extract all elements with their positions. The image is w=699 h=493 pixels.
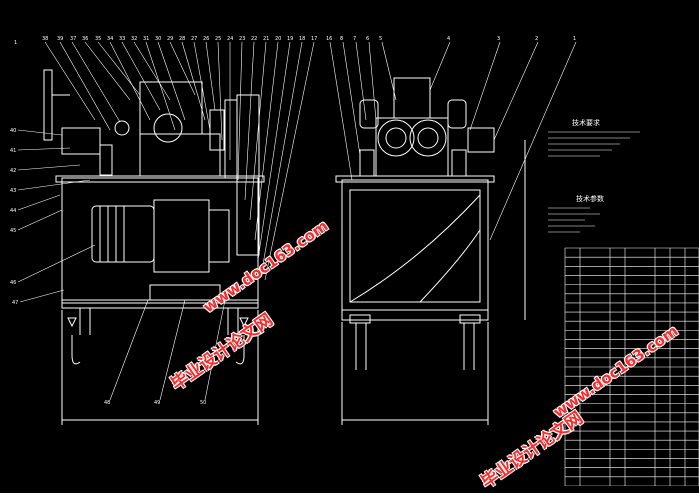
left-view [43, 69, 265, 425]
svg-text:38: 38 [42, 36, 48, 42]
svg-text:33: 33 [119, 36, 125, 42]
right-foot-left [349, 314, 371, 324]
svg-text:17: 17 [311, 36, 317, 42]
lever-handle [43, 69, 53, 141]
svg-text:30: 30 [155, 36, 161, 42]
tech-notes [548, 131, 640, 157]
svg-text:19: 19 [287, 36, 293, 42]
svg-text:1: 1 [14, 40, 17, 46]
small-cylinder [99, 144, 113, 176]
gear-roller-left-inner [385, 127, 407, 149]
left-spring-cap [359, 99, 379, 129]
svg-text:37: 37 [70, 36, 76, 42]
gearbox-upper [139, 133, 221, 177]
svg-text:21: 21 [263, 36, 269, 42]
svg-text:44: 44 [10, 208, 16, 214]
right-panel [236, 94, 260, 256]
svg-text:25: 25 [215, 36, 221, 42]
param-table-title: 技术参数 [576, 195, 604, 203]
svg-text:8: 8 [340, 36, 343, 42]
right-post [451, 149, 467, 177]
svg-text:41: 41 [10, 148, 16, 154]
svg-text:2: 2 [535, 36, 538, 42]
svg-text:31: 31 [143, 36, 149, 42]
coupling [208, 209, 230, 263]
svg-text:18: 18 [299, 36, 305, 42]
param-notes [548, 207, 600, 233]
svg-text:27: 27 [191, 36, 197, 42]
svg-text:39: 39 [57, 36, 63, 42]
right-balloons: 16 8 7 6 5 4 3 2 1 [326, 36, 576, 42]
svg-text:47: 47 [12, 300, 18, 306]
svg-text:50: 50 [200, 400, 206, 406]
svg-text:49: 49 [154, 400, 160, 406]
right-foot-right [459, 314, 481, 324]
roller-circle [153, 113, 183, 143]
svg-text:4: 4 [447, 36, 450, 42]
svg-text:5: 5 [379, 36, 382, 42]
svg-text:7: 7 [353, 36, 356, 42]
svg-text:23: 23 [239, 36, 245, 42]
svg-text:22: 22 [251, 36, 257, 42]
cutaway-curve-2 [419, 229, 481, 303]
gear-roller-left [377, 119, 415, 157]
right-leaders [329, 41, 577, 241]
svg-text:16: 16 [326, 36, 332, 42]
svg-text:40: 40 [10, 128, 16, 134]
svg-text:36: 36 [82, 36, 88, 42]
hook-mark-right [239, 317, 249, 328]
gear-roller-right-inner [417, 127, 439, 149]
svg-text:42: 42 [10, 168, 16, 174]
svg-text:6: 6 [366, 36, 369, 42]
left-leaders [17, 41, 315, 401]
gear-roller-right [409, 119, 447, 157]
svg-text:28: 28 [179, 36, 185, 42]
svg-text:34: 34 [107, 36, 113, 42]
svg-text:48: 48 [104, 400, 110, 406]
svg-text:26: 26 [203, 36, 209, 42]
handwheel-small [114, 120, 130, 136]
hook-mark-left [67, 317, 77, 328]
left-bracket [61, 127, 101, 155]
right-spring-cap [447, 99, 467, 129]
left-frame-box [61, 177, 259, 304]
tech-notes-title: 技术要求 [572, 119, 600, 127]
right-inner-box [349, 189, 481, 303]
svg-text:24: 24 [227, 36, 233, 42]
svg-text:32: 32 [131, 36, 137, 42]
svg-text:46: 46 [10, 280, 16, 286]
lift-hook-right [235, 335, 245, 365]
left-post [359, 149, 375, 177]
svg-text:29: 29 [167, 36, 173, 42]
right-base [341, 309, 489, 321]
parts-table [564, 247, 699, 486]
svg-text:3: 3 [497, 36, 500, 42]
svg-text:43: 43 [10, 188, 16, 194]
svg-text:1: 1 [573, 36, 576, 42]
cutaway-curve [349, 194, 481, 303]
svg-text:35: 35 [95, 36, 101, 42]
right-view [335, 77, 526, 425]
svg-text:45: 45 [10, 228, 16, 234]
top-feed-block [393, 77, 431, 119]
lift-hook-left [71, 335, 81, 365]
left-balloons: 1 38 39 37 36 35 34 33 32 31 30 29 28 27 26 25 24 23 2… [10, 36, 317, 406]
svg-text:20: 20 [275, 36, 281, 42]
